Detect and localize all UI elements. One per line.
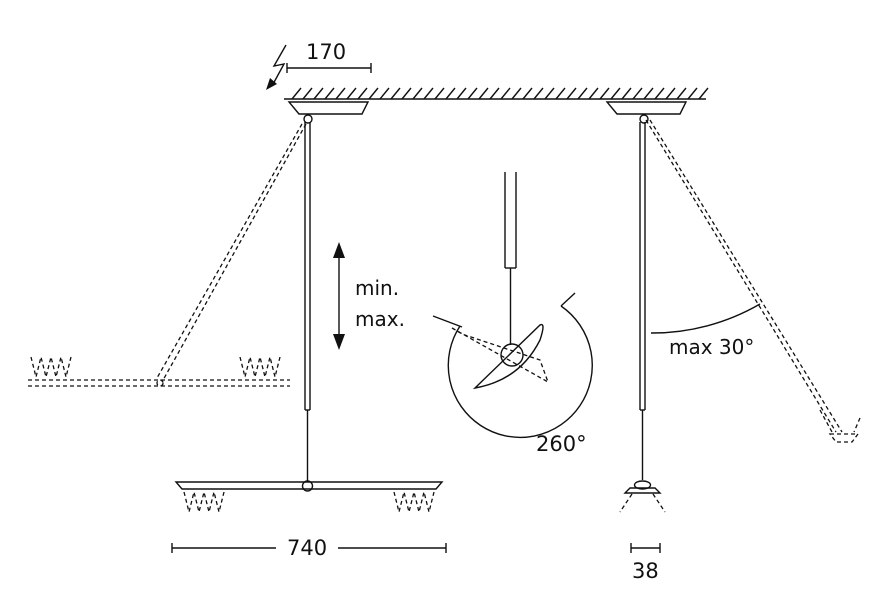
dimension-170-label: 170 xyxy=(306,40,347,64)
left-suspension xyxy=(304,122,311,482)
electric-feed-icon xyxy=(266,44,287,90)
dimension-740 xyxy=(171,543,447,553)
dimension-38 xyxy=(630,543,661,553)
height-min-label: min. xyxy=(355,276,400,300)
double-arrow-icon xyxy=(333,242,345,350)
dimension-170 xyxy=(286,63,372,73)
right-suspension xyxy=(639,122,646,480)
rotation-label: 260° xyxy=(536,432,587,456)
right-canopy xyxy=(605,101,688,124)
height-max-label: max. xyxy=(355,307,405,331)
left-canopy xyxy=(287,101,370,124)
right-tilt-dashed xyxy=(645,119,861,443)
ceiling xyxy=(284,87,709,100)
dimension-740-label: 740 xyxy=(287,536,328,560)
rotation-detail xyxy=(432,172,593,439)
left-luminaire-head xyxy=(174,480,444,513)
right-spot-head xyxy=(619,480,666,513)
left-swing-dashed xyxy=(28,123,307,387)
dimension-38-label: 38 xyxy=(632,559,659,583)
tilt-label: max 30° xyxy=(669,335,755,359)
